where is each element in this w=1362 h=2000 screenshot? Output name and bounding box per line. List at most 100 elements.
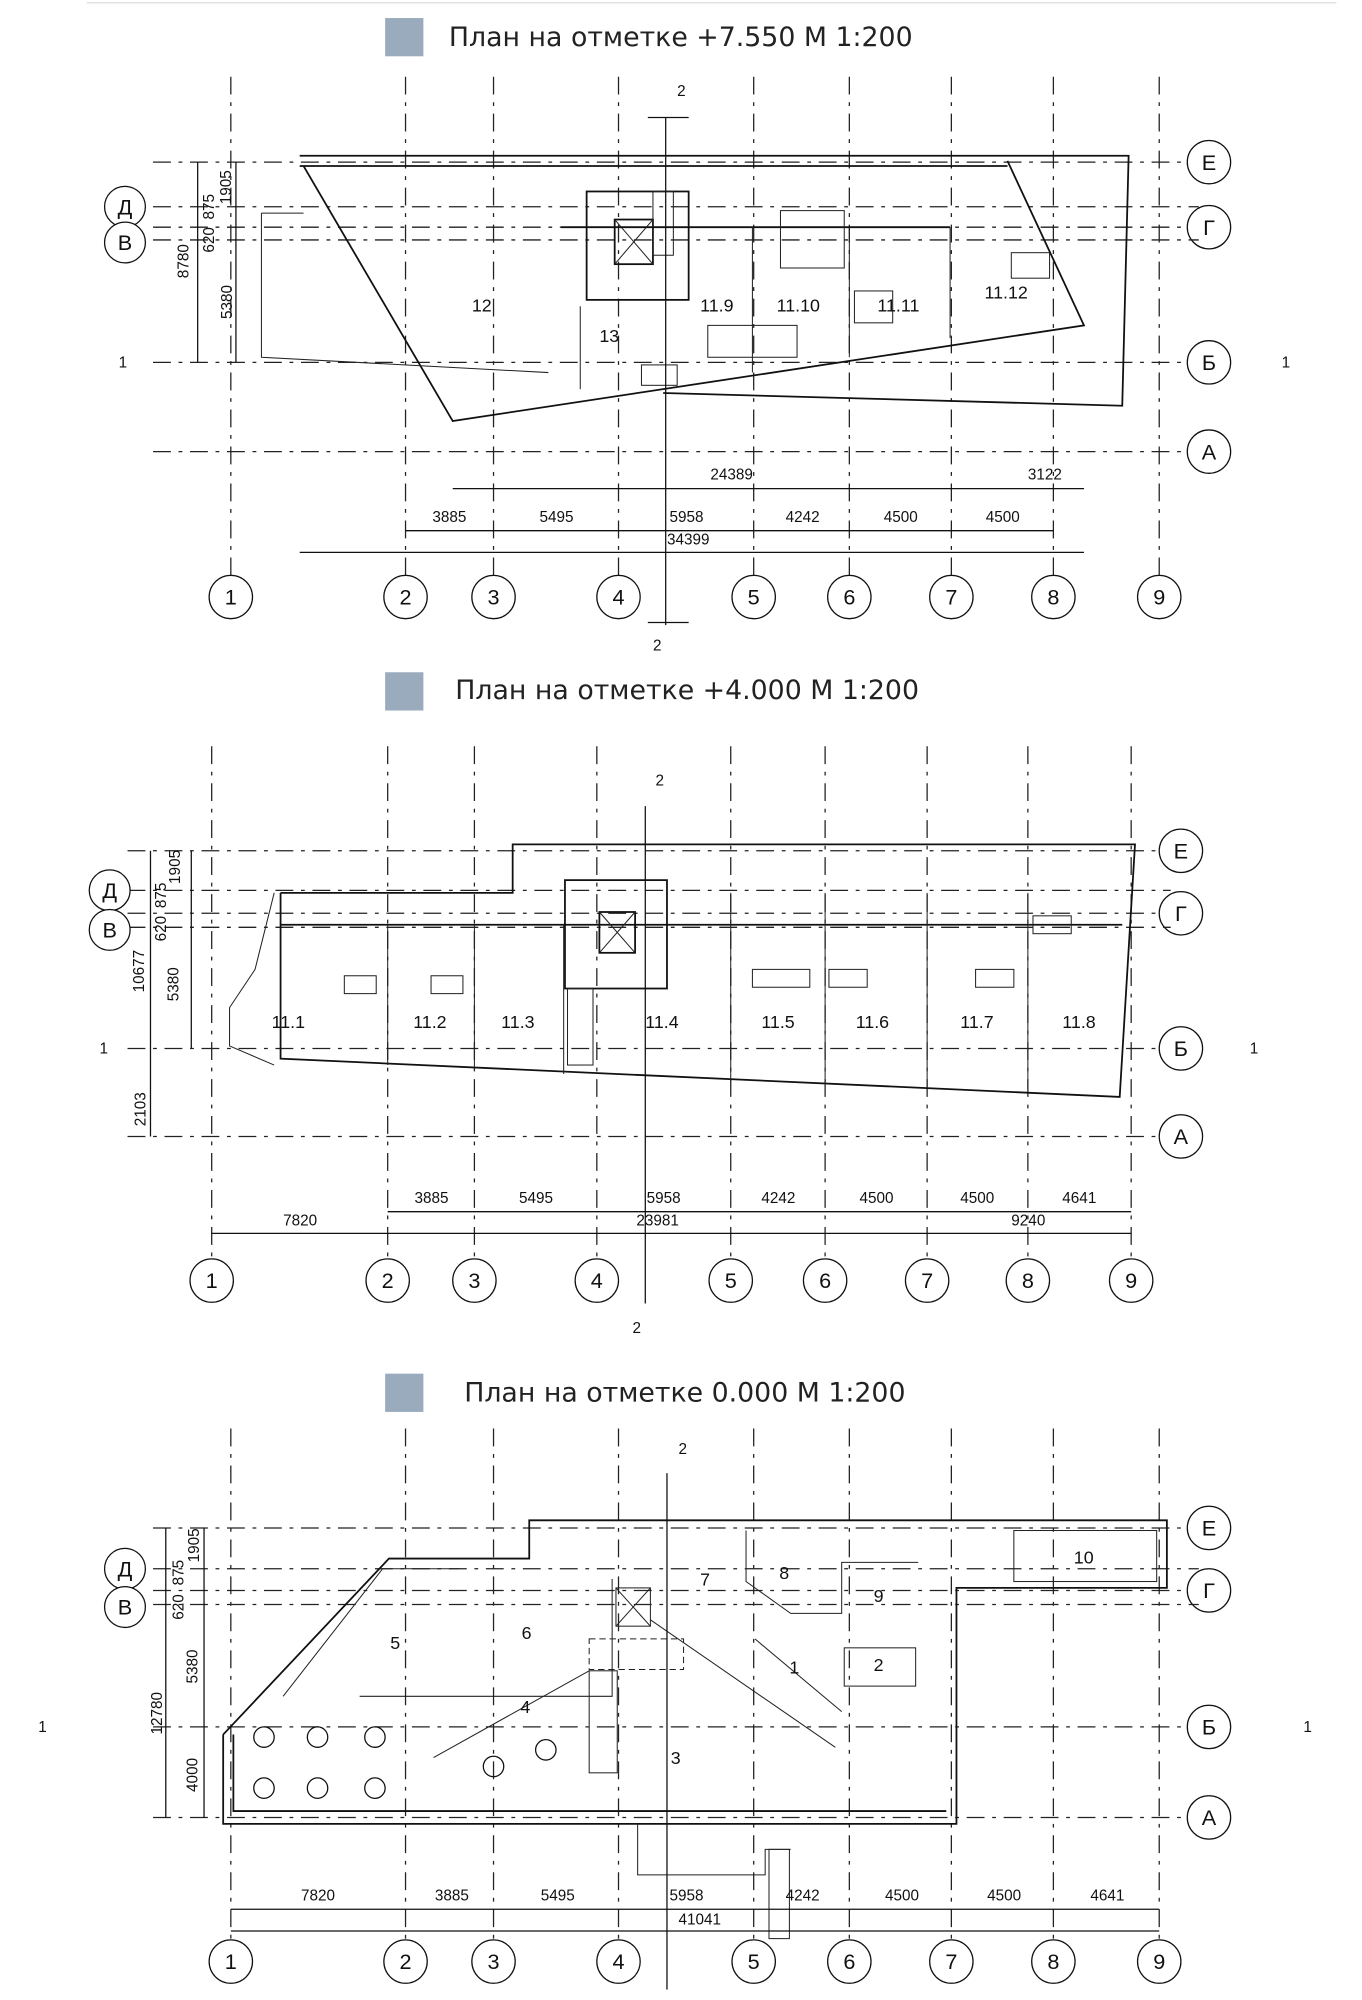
room-label: 11.11	[877, 295, 919, 315]
dimension-text: 2103	[132, 1092, 149, 1126]
dimension-text: 7820	[283, 1213, 317, 1230]
axis-bubble	[1186, 1704, 1232, 1750]
axis-label: 7	[945, 585, 957, 610]
plan-title: План на отметке +4.000 М 1:200	[455, 675, 919, 706]
axis-label: Б	[1202, 1715, 1216, 1740]
axis-label: 9	[1153, 585, 1165, 610]
legend-square	[385, 18, 424, 57]
axis-label: 6	[819, 1268, 831, 1293]
section-label: 1	[1303, 1719, 1312, 1736]
dimension-text: 620	[171, 1594, 188, 1620]
axis-label: 6	[843, 1949, 855, 1974]
dimension-text: 5380	[166, 967, 183, 1001]
axis-label: Е	[1202, 1516, 1216, 1541]
dimension-text: 5958	[670, 1887, 704, 1904]
legend-square	[385, 672, 424, 711]
section-label: 2	[677, 83, 686, 100]
dimension-text: 1905	[218, 170, 235, 204]
dimension-text: 4641	[1062, 1190, 1096, 1207]
axis-bubble	[596, 1939, 641, 1984]
dimension-text: 7820	[301, 1887, 335, 1904]
room-label: 7	[700, 1569, 710, 1589]
dimensions: 7820 3885 5495 5958 4242 4500 4500 4641 …	[149, 1527, 1160, 1932]
axis-bubble	[208, 574, 254, 620]
dimension-text: 4500	[986, 509, 1020, 526]
axis-bubble	[189, 1258, 235, 1303]
axis-label: Д	[118, 1556, 133, 1581]
axis-label: 3	[488, 585, 500, 610]
dimension-text: 1905	[167, 850, 184, 884]
axis-bubble	[1031, 574, 1076, 620]
room-label: 8	[779, 1563, 789, 1583]
axis-bubble	[208, 1939, 254, 1984]
room-label: 11.7	[960, 1012, 993, 1032]
axis-bubble	[103, 1585, 147, 1629]
axis-label: 8	[1047, 585, 1059, 610]
axis-bubble	[731, 1939, 777, 1984]
room-label: 11.9	[700, 295, 733, 315]
dimension-text: 5380	[185, 1650, 202, 1684]
room-label: 11.12	[985, 283, 1028, 303]
dimension-text: 620	[201, 227, 218, 253]
room-label: 11.1	[272, 1012, 305, 1032]
dimension-text: 9240	[1011, 1213, 1045, 1230]
axis-bubble	[365, 1258, 411, 1303]
dimension-text: 4500	[884, 509, 918, 526]
dimension-text: 12780	[149, 1692, 166, 1735]
section-label: 1	[99, 1041, 108, 1058]
axis-label: 9	[1153, 1949, 1165, 1974]
axis-bubble	[88, 908, 131, 951]
axis-bubble	[383, 574, 428, 620]
building-outline	[260, 154, 1130, 422]
plan-title: План на отметке 0.000 М 1:200	[464, 1378, 905, 1409]
axis-label: Г	[1175, 901, 1187, 926]
dimension-text: 875	[153, 883, 170, 909]
dimension-text: 5495	[519, 1190, 553, 1207]
section-label: 2	[655, 773, 664, 790]
section-label: 1	[1250, 1041, 1259, 1058]
axis-label: Е	[1202, 150, 1216, 175]
axis-label: Г	[1203, 1578, 1215, 1603]
axis-label: 7	[945, 1949, 957, 1974]
axis-bubble	[596, 574, 641, 620]
section-markers: 2 2 1 1	[99, 773, 1258, 1337]
axis-bubble	[1186, 204, 1232, 250]
axis-label: В	[118, 230, 132, 255]
axis-label: 4	[612, 585, 624, 610]
axis-bubble	[471, 574, 516, 620]
axis-label: 3	[488, 1949, 500, 1974]
axis-bubble	[802, 1258, 848, 1303]
axis-label: 2	[400, 1949, 412, 1974]
room-label: 11.10	[777, 295, 820, 315]
axis-bubble	[1186, 1568, 1232, 1613]
dimensions: 24389 3122 3885 5495 5958 4242 4500 4500…	[176, 162, 1084, 554]
axis-label: А	[1202, 1805, 1217, 1830]
section-label: 2	[633, 1320, 642, 1337]
axis-label: Б	[1174, 1036, 1188, 1061]
axis-label: 1	[206, 1268, 218, 1293]
dimension-text: 10677	[131, 950, 148, 993]
section-label: 1	[1282, 354, 1291, 371]
table-set	[253, 1726, 557, 1799]
axis-label: А	[1174, 1124, 1189, 1149]
axis-label: Е	[1174, 838, 1188, 863]
room-label: 2	[874, 1655, 884, 1675]
axis-label: 1	[225, 585, 237, 610]
section-label: 2	[653, 638, 662, 655]
dimension-total: 34399	[667, 532, 710, 549]
axis-bubble	[1186, 340, 1232, 385]
dimension-text: 620	[153, 916, 170, 942]
axis-label: 5	[748, 1949, 760, 1974]
dimension-text: 5958	[670, 509, 704, 526]
axis-label: 4	[612, 1949, 624, 1974]
room-label: 11.5	[761, 1012, 794, 1032]
axis-label: Б	[1202, 350, 1216, 375]
axis-bubble	[827, 574, 872, 620]
axis-label: Д	[102, 878, 117, 903]
dimension-text: 3885	[432, 509, 466, 526]
axis-bubble	[827, 1939, 872, 1984]
room-label: 1	[789, 1657, 799, 1677]
plan-0000: План на отметке 0.000 М 1:200 1 2 3 4 5 6 7 8 9 Е…	[38, 1373, 1312, 1990]
axis-bubble	[929, 574, 974, 620]
